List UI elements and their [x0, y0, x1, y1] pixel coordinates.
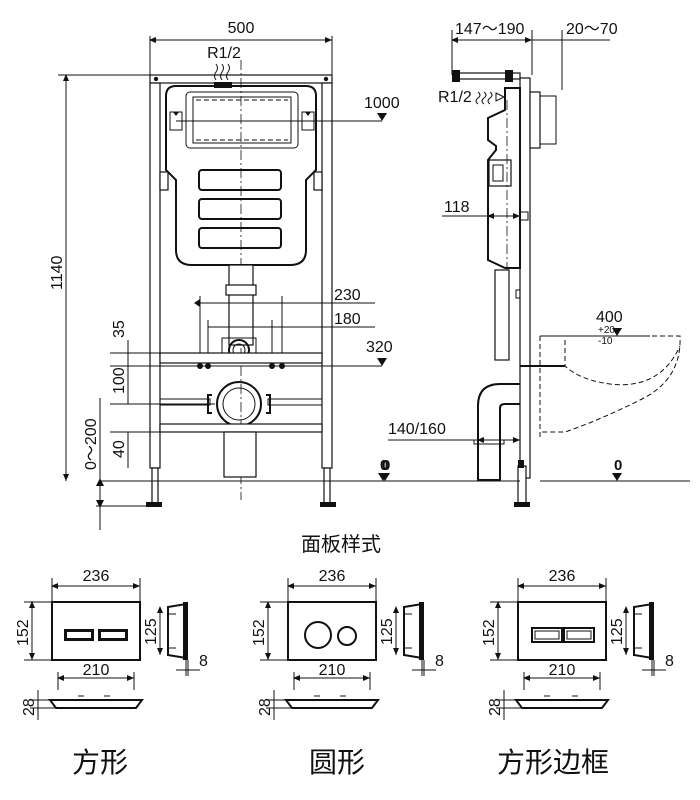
panel-1-thickness: 8 [199, 653, 208, 670]
pan-height-label: 400 [596, 309, 623, 326]
bolt-spacing-inner-label: 180 [334, 311, 361, 328]
side-wall-range-label: 20～70 [566, 21, 618, 38]
panel-2-name: 圆形 [309, 746, 365, 779]
front-floor-level-label: 0 [380, 457, 388, 474]
panel-2-width: 236 [319, 568, 346, 585]
front-view: 500 R1/2 [49, 20, 400, 530]
pan-tol-plus-label: +20 [598, 325, 615, 336]
front-inlet-label: R1/2 [207, 45, 241, 62]
side-floor-level-label: 0 [382, 457, 390, 474]
panel-3-name: 方形边框 [497, 746, 609, 779]
panel-round: 236 152 125 8 210 28 圆形 [251, 568, 444, 779]
panel-square: 236 152 125 8 210 28 方形 [15, 568, 208, 779]
dim-40-label: 40 [111, 440, 128, 458]
panel-3-thickness: 8 [665, 653, 674, 670]
side-floor-level-right-label: 0 [614, 457, 622, 474]
panel-1-name: 方形 [72, 746, 128, 779]
panel-3-width: 236 [549, 568, 576, 585]
panel-3-depth: 28 [487, 698, 504, 716]
floor-adjust-label: 0～200 [83, 418, 100, 470]
panel-3-height: 152 [481, 619, 498, 646]
panel-1-side-height: 125 [143, 618, 160, 645]
panel-1-depth: 28 [21, 698, 38, 716]
panel-1-bottom-width: 210 [83, 662, 110, 679]
panel-2-bottom-width: 210 [319, 662, 346, 679]
side-inlet-label: R1/2 [438, 89, 472, 106]
pan-tol-minus-label: -10 [598, 336, 613, 347]
side-view: 147～190 20～70 R1/2 118 [380, 21, 690, 507]
side-drain-dia-label: 140/160 [388, 421, 446, 438]
bolt-spacing-outer-label: 230 [334, 287, 361, 304]
frame-height-label: 1140 [49, 255, 66, 290]
panel-section-title: 面板样式 [301, 532, 381, 556]
panel-3-side-height: 125 [609, 618, 626, 645]
bolt-height-label: 320 [366, 339, 393, 356]
panel-square-frame: 236 152 125 8 210 28 方形边框 [481, 568, 674, 779]
dim-100-label: 100 [111, 367, 128, 394]
side-depth-range-label: 147～190 [455, 21, 524, 38]
panel-2-height: 152 [251, 619, 268, 646]
front-inlet-height-label: 1000 [364, 95, 400, 112]
panel-3-bottom-width: 210 [549, 662, 576, 679]
panel-2-side-height: 125 [379, 618, 396, 645]
panel-1-height: 152 [15, 619, 32, 646]
panel-2-thickness: 8 [435, 653, 444, 670]
frame-width-label: 500 [228, 20, 255, 37]
frame-left-post [149, 82, 161, 469]
panel-2-depth: 28 [257, 698, 274, 716]
dim-35-label: 35 [111, 320, 128, 338]
panel-1-width: 236 [83, 568, 110, 585]
side-dim-118-label: 118 [444, 199, 470, 216]
frame-right-post [321, 82, 333, 469]
